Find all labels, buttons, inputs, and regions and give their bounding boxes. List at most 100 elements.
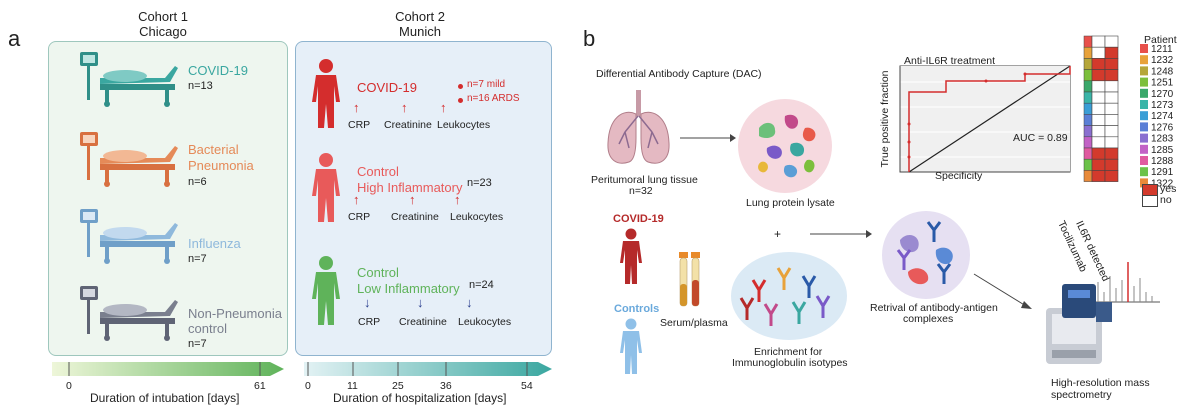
heatmap-cell bbox=[1104, 136, 1119, 149]
patient-legend-swatch bbox=[1140, 156, 1148, 165]
marker-crp: CRP bbox=[348, 119, 371, 131]
group-influenza-label: Influenza bbox=[188, 236, 241, 251]
marker-creatinine: Creatinine bbox=[384, 119, 432, 131]
cohort2-title-line2: Munich bbox=[399, 24, 441, 39]
heatmap-patient-color-cell bbox=[1083, 125, 1093, 138]
group-covid-label: COVID-19 bbox=[188, 63, 248, 78]
heatmap-cell bbox=[1104, 114, 1119, 126]
marker-leukocytes: Leukocytes bbox=[437, 119, 491, 131]
patient-legend-swatch bbox=[1140, 122, 1148, 132]
cohort2-covid-label: COVID-19 bbox=[357, 80, 417, 95]
group-nonpneumonia-label-line1: Non-Pneumonia bbox=[188, 306, 282, 321]
group-bacterial-label-line1: Bacterial bbox=[188, 142, 239, 157]
patient-legend-swatch bbox=[1140, 133, 1148, 143]
heatmap-cell bbox=[1091, 136, 1106, 149]
controls-label: Controls bbox=[614, 303, 660, 315]
patient-legend-label: 1270 bbox=[1151, 89, 1174, 100]
heatmap-cell bbox=[1104, 147, 1119, 160]
axis2-tick-54: 54 bbox=[521, 380, 533, 392]
patient-legend-label: 1251 bbox=[1151, 78, 1174, 89]
patient-legend-label: 1273 bbox=[1151, 100, 1174, 111]
heatmap-cell bbox=[1104, 80, 1119, 93]
enrichment-label-line1: Enrichment for bbox=[754, 346, 823, 358]
arrow-up-icon: ↑ bbox=[353, 192, 360, 207]
roc-xlabel: Specificity bbox=[935, 170, 983, 182]
mass-spectrometer-icon bbox=[1046, 284, 1112, 364]
covid-label: COVID-19 bbox=[613, 213, 664, 225]
heatmap-patient-color-cell bbox=[1083, 158, 1093, 171]
cohort2-low-label-line1: Control bbox=[357, 265, 399, 280]
arrow-up-icon: ↑ bbox=[353, 100, 360, 115]
heatmap-cell bbox=[1104, 58, 1119, 70]
cohort1-title-line1: Cohort 1 bbox=[138, 9, 188, 24]
arrow-diagonal-icon bbox=[973, 273, 1032, 309]
cohort1-title: Cohort 1 Chicago bbox=[108, 9, 218, 39]
hospital-bed-icon-covid bbox=[80, 52, 178, 107]
protein-lysate-icon bbox=[738, 99, 832, 193]
cohort2-low-label-line2: Low Inflammatory bbox=[357, 281, 460, 296]
axis1-tick-61: 61 bbox=[254, 380, 266, 392]
bullet-ards bbox=[458, 98, 463, 103]
patient-legend-label: 1276 bbox=[1151, 122, 1174, 133]
antibodies-icon bbox=[731, 252, 847, 340]
heatmap-patient-color-cell bbox=[1083, 91, 1093, 104]
marker-leukocytes: Leukocytes bbox=[450, 211, 504, 223]
legend-no-swatch bbox=[1142, 195, 1158, 207]
heatmap-cell bbox=[1104, 125, 1119, 138]
heatmap-cell bbox=[1091, 170, 1106, 182]
heatmap-cell bbox=[1104, 170, 1119, 182]
marker-creatinine: Creatinine bbox=[399, 316, 447, 328]
group-bacterial-n: n=6 bbox=[188, 176, 207, 188]
heatmap-cell bbox=[1091, 58, 1106, 70]
heatmap-patient-color-cell bbox=[1083, 35, 1093, 48]
panel-a-label: a bbox=[8, 26, 21, 51]
antibody-antigen-complex-icon bbox=[882, 211, 970, 299]
marker-leukocytes: Leukocytes bbox=[458, 316, 512, 328]
patient-legend-swatch bbox=[1140, 144, 1148, 154]
patient-legend-label: 1322 bbox=[1151, 178, 1174, 189]
heatmap-cell bbox=[1091, 125, 1106, 138]
heatmap-cell bbox=[1104, 158, 1119, 171]
cohort2-covid-note-mild: n=7 mild bbox=[467, 79, 506, 90]
roc-ylabel: True positive fraction bbox=[879, 70, 891, 168]
patient-legend-swatch bbox=[1140, 55, 1148, 65]
roc-auc: AUC = 0.89 bbox=[1013, 132, 1068, 144]
heatmap-cell bbox=[1104, 91, 1119, 104]
marker-crp: CRP bbox=[358, 316, 381, 328]
cohort2-high-n: n=23 bbox=[467, 177, 492, 189]
heatmap-cell bbox=[1091, 35, 1106, 48]
group-bacterial-label-line2: Pneumonia bbox=[188, 158, 254, 173]
patient-legend-swatch bbox=[1140, 66, 1148, 76]
lung-tissue-label-line1: Peritumoral lung tissue bbox=[591, 174, 698, 186]
axis2-label: Duration of hospitalization [days] bbox=[333, 391, 507, 405]
blood-tubes-icon bbox=[679, 252, 700, 307]
patient-legend-label: 1285 bbox=[1151, 145, 1174, 156]
marker-creatinine: Creatinine bbox=[391, 211, 439, 223]
serum-label: Serum/plasma bbox=[660, 317, 728, 329]
plus-sign: + bbox=[774, 227, 782, 241]
cohort2-title-line1: Cohort 2 bbox=[395, 9, 445, 24]
heatmap-cell bbox=[1104, 46, 1119, 59]
cohort2-low-n: n=24 bbox=[469, 279, 494, 291]
heatmap-patient-color-cell bbox=[1083, 80, 1093, 93]
mass-spec-label: High-resolution mass spectrometry bbox=[1051, 377, 1150, 401]
heatmap-patient-color-cell bbox=[1083, 46, 1093, 59]
heatmap-patient-color-cell bbox=[1083, 58, 1093, 70]
hospital-bed-icon-influenza bbox=[80, 209, 178, 264]
lung-tissue-label-line2: n=32 bbox=[629, 185, 653, 197]
heatmap-cell bbox=[1091, 46, 1106, 59]
heatmap-patient-color-cell bbox=[1083, 114, 1093, 126]
legend-yes-label: yes bbox=[1160, 183, 1177, 195]
dac-title: Differential Antibody Capture (DAC) bbox=[596, 68, 762, 80]
heatmap-cell bbox=[1091, 91, 1106, 104]
arrow-up-icon: ↑ bbox=[440, 100, 447, 115]
group-nonpneumonia-n: n=7 bbox=[188, 338, 207, 350]
patient-legend-label: 1248 bbox=[1151, 66, 1174, 77]
axis2-tick-11: 11 bbox=[347, 380, 358, 392]
arrow-down-icon: ↓ bbox=[364, 295, 371, 310]
heatmap-patient-color-cell bbox=[1083, 147, 1093, 160]
heatmap-cell bbox=[1091, 158, 1106, 171]
retrieval-label-line1: Retrival of antibody-antigen bbox=[870, 302, 998, 314]
patient-legend-swatch bbox=[1140, 178, 1148, 188]
heatmap-cell bbox=[1091, 147, 1106, 160]
